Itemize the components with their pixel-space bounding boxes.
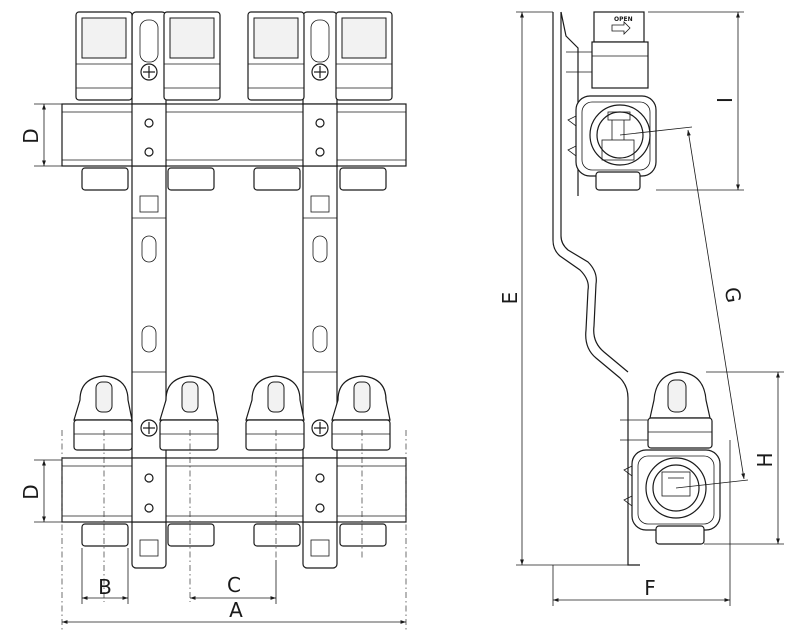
dim-label-f: F [644,576,656,600]
screw-bottom-right [311,419,329,437]
dimension-a: A [61,598,406,624]
side-view: OPEN [498,11,784,606]
dimension-b: B [81,548,129,604]
dim-label-g: G [720,285,746,304]
dim-label-d-bottom: D [19,484,43,499]
dim-label-b: B [98,575,112,599]
side-top-body [567,95,657,191]
bottom-outlets [81,523,387,547]
screw-top-left [140,63,158,81]
dim-label-e: E [498,292,522,305]
front-view: D D B C A [19,11,407,630]
dim-label-a: A [229,598,243,622]
top-valve-caps [75,11,393,101]
open-label: OPEN [614,16,633,23]
bottom-flow-meters [73,375,391,451]
open-arrow-icon [611,21,631,35]
dimension-c: C [190,560,277,604]
side-top-valve: OPEN [591,11,649,89]
dim-label-c: C [227,573,241,597]
dimension-f: F [552,440,731,606]
side-bottom-meter [647,371,713,449]
side-bottom-body [623,449,721,545]
bottom-manifold-bar [61,457,407,523]
screw-bottom-left [140,419,158,437]
top-outlets [81,167,387,191]
dimension-i: I [648,11,744,191]
dimension-g: G [619,126,749,489]
dim-label-i: I [713,97,737,103]
center-lines [61,430,407,630]
screw-top-right [311,63,329,81]
dim-label-d-top: D [19,128,43,143]
top-manifold-bar [61,103,407,167]
dimension-e: E [498,11,628,566]
dimension-d-top: D [19,103,62,167]
dimension-d-bottom: D [19,459,62,523]
dim-label-h: H [753,452,777,467]
